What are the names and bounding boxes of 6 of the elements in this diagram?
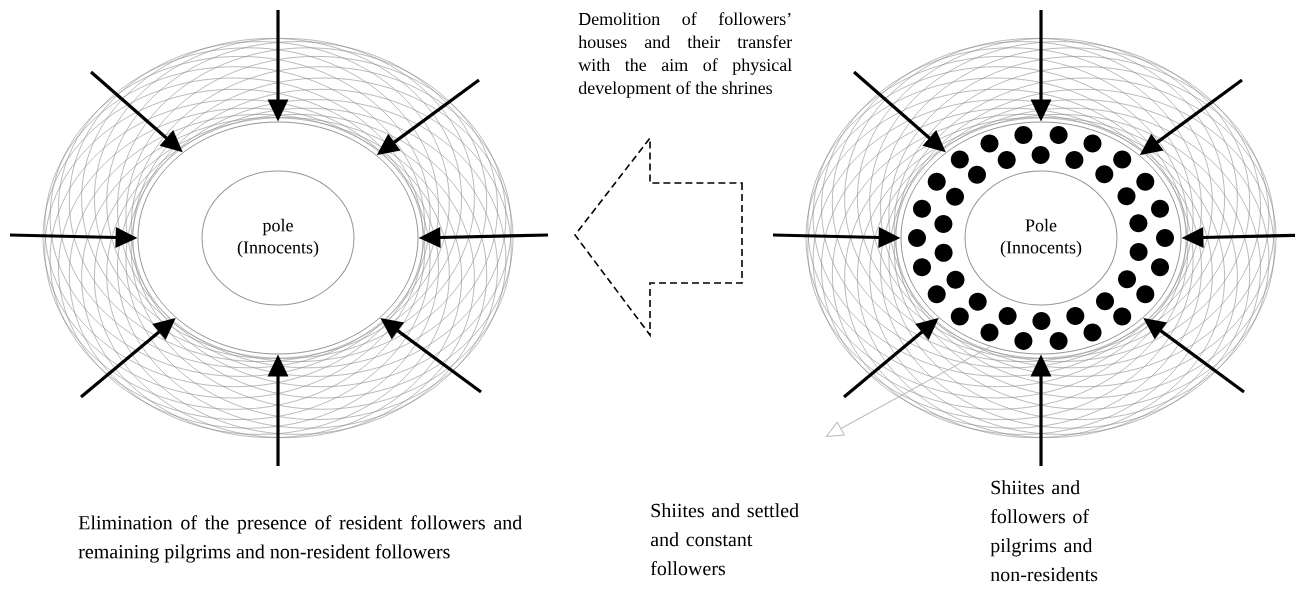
caption-text: Demolition of followers’ houses and their transfer with the aim of physical development of the shrines [578, 12, 793, 98]
arrow [826, 346, 991, 437]
caption-text: Elimination of the presence of resident followers and remaining pilgrims and non-resident followers [78, 515, 522, 563]
caption-text: Shiites and followers of pilgrims and non-residents [990, 480, 1098, 582]
caption-text: Shiites and settled and constant followers [650, 503, 799, 576]
ring [137, 121, 419, 355]
